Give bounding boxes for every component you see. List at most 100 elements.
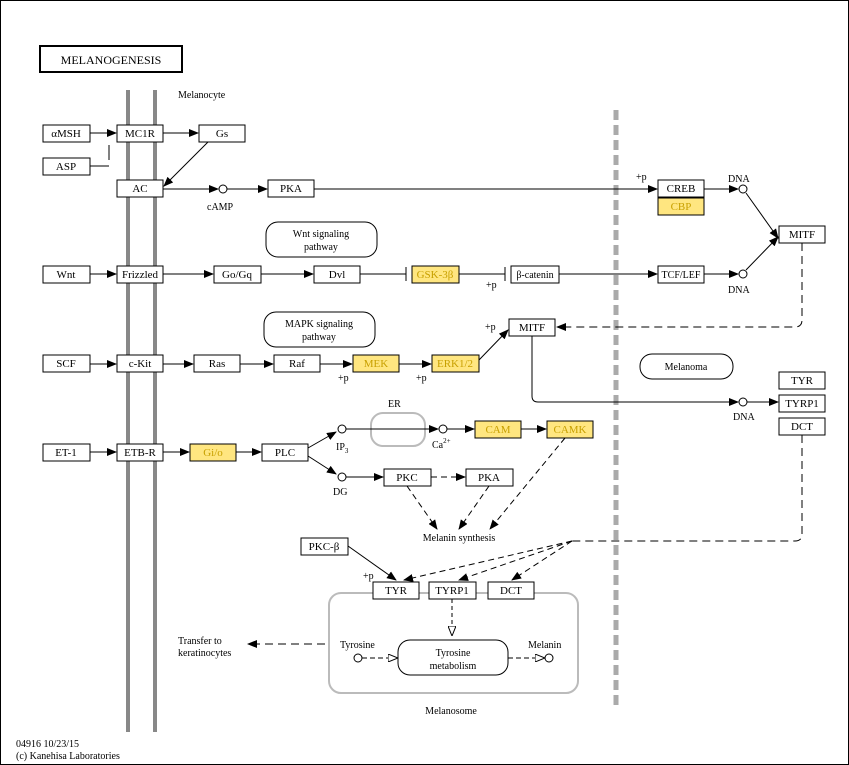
mapk-pathway-link[interactable]: MAPK signaling pathway [263,311,376,348]
svg-text:TYRP1: TYRP1 [785,398,819,410]
wnt-pathway-link[interactable]: Wnt signaling pathway [265,221,378,258]
transfer-label-line2: keratinocytes [178,648,231,659]
compound-tyrosine-node[interactable] [353,653,363,663]
er-label: ER [388,399,401,410]
gene-tyrp1-melanosome[interactable]: TYRP1 [428,581,477,600]
svg-text:TYR: TYR [385,585,408,597]
svg-text:GSK-3β: GSK-3β [417,269,454,281]
svg-text:MEK: MEK [364,358,389,370]
svg-text:Gi/o: Gi/o [203,447,223,459]
svg-text:CBP: CBP [671,201,692,213]
gene-raf[interactable]: Raf [273,354,321,373]
gene-dct-right[interactable]: DCT [778,417,826,436]
svg-text:metabolism: metabolism [430,661,477,672]
svg-text:Wnt: Wnt [57,269,76,281]
compound-dna-2-label: DNA [728,285,750,296]
gene-mitf-mid[interactable]: MITF [508,318,556,337]
gene-plc[interactable]: PLC [261,443,309,462]
tyrosine-metabolism-link[interactable]: Tyrosine metabolism [397,639,509,676]
svg-text:PKC-β: PKC-β [309,541,340,553]
compound-ca-node[interactable] [438,424,448,434]
svg-text:Frizzled: Frizzled [122,269,159,281]
gene-tcflef[interactable]: TCF/LEF [657,265,705,284]
gene-tyrp1-right[interactable]: TYRP1 [778,394,826,413]
compound-melanin-node[interactable] [544,653,554,663]
gene-et1[interactable]: ET-1 [42,443,91,462]
svg-text:pathway: pathway [302,332,336,343]
gene-tyr-right[interactable]: TYR [778,371,826,390]
svg-text:ETB-R: ETB-R [124,447,156,459]
phospho-label: +p [338,373,349,384]
gene-bcatenin[interactable]: β-catenin [510,265,560,284]
compound-ip3-node[interactable] [337,424,347,434]
pathway-id-date: 04916 10/23/15 [16,739,79,750]
compound-dna-2-node[interactable] [738,269,748,279]
svg-text:αMSH: αMSH [51,128,81,140]
gene-mitf-right[interactable]: MITF [778,225,826,244]
svg-text:Ras: Ras [209,358,226,370]
gene-mc1r[interactable]: MC1R [116,124,164,143]
gene-pkcb[interactable]: PKC-β [300,537,349,556]
svg-text:Gs: Gs [216,128,228,140]
svg-text:PLC: PLC [275,447,295,459]
compound-dna-1-node[interactable] [738,184,748,194]
gene-dvl[interactable]: Dvl [313,265,361,284]
compound-camp-label: cAMP [207,202,234,213]
svg-text:TCF/LEF: TCF/LEF [662,270,701,281]
gene-dct-melanosome[interactable]: DCT [487,581,535,600]
compound-dna-3-node[interactable] [738,397,748,407]
gene-gogq[interactable]: Go/Gq [213,265,262,284]
compound-camp-node[interactable] [218,184,228,194]
melanosome-label: Melanosome [425,706,477,717]
gene-pka-2[interactable]: PKA [465,468,514,487]
gene-tyr-melanosome[interactable]: TYR [372,581,420,600]
gene-gs[interactable]: Gs [198,124,246,143]
gene-cbp[interactable]: CBP [657,197,705,216]
gene-creb[interactable]: CREB [657,179,705,198]
gene-pka-1[interactable]: PKA [267,179,315,198]
compound-dna-1-label: DNA [728,174,750,185]
gene-mek[interactable]: MEK [352,354,400,373]
svg-text:AC: AC [132,183,147,195]
phospho-label: +p [636,172,647,183]
svg-text:Wnt signaling: Wnt signaling [293,229,349,240]
compound-dna-3-label: DNA [733,412,755,423]
melanoma-compartment[interactable]: Melanoma [639,353,734,380]
svg-text:Dvl: Dvl [329,269,346,281]
title-box: MELANOGENESIS [39,45,183,73]
gene-gsk3b[interactable]: GSK-3β [411,265,460,284]
svg-text:TYR: TYR [791,375,814,387]
gene-gio[interactable]: Gi/o [189,443,237,462]
compound-dg-node[interactable] [337,472,347,482]
svg-text:PKC: PKC [396,472,417,484]
svg-text:Go/Gq: Go/Gq [222,269,252,281]
svg-text:TYRP1: TYRP1 [435,585,469,597]
copyright-label: (c) Kanehisa Laboratories [16,751,120,762]
gene-pkc[interactable]: PKC [383,468,432,487]
melanin-synthesis-label: Melanin synthesis [423,533,496,544]
gene-cam[interactable]: CAM [474,420,522,439]
compound-tyrosine-label: Tyrosine [340,640,375,651]
gene-ckit[interactable]: c-Kit [116,354,164,373]
compound-ip3-label: IP3 [336,442,349,455]
svg-text:PKA: PKA [280,183,302,195]
gene-asp[interactable]: ASP [42,157,91,176]
gene-scf[interactable]: SCF [42,354,91,373]
svg-text:c-Kit: c-Kit [129,358,152,370]
svg-text:ERK1/2: ERK1/2 [437,358,473,370]
gene-erk12[interactable]: ERK1/2 [431,354,480,373]
phospho-label: +p [416,373,427,384]
gene-wnt[interactable]: Wnt [42,265,91,284]
gene-amsh[interactable]: αMSH [42,124,91,143]
svg-text:CREB: CREB [667,183,696,195]
gene-ac[interactable]: AC [116,179,164,198]
gene-frizzled[interactable]: Frizzled [116,265,164,284]
gene-etbr[interactable]: ETB-R [116,443,164,462]
svg-text:ET-1: ET-1 [55,447,77,459]
phospho-label: +p [363,571,374,582]
gene-ras[interactable]: Ras [193,354,241,373]
diagram-title: MELANOGENESIS [61,53,162,67]
gene-camk[interactable]: CAMK [546,420,594,439]
svg-text:Tyrosine: Tyrosine [436,648,471,659]
svg-text:CAMK: CAMK [553,424,586,436]
